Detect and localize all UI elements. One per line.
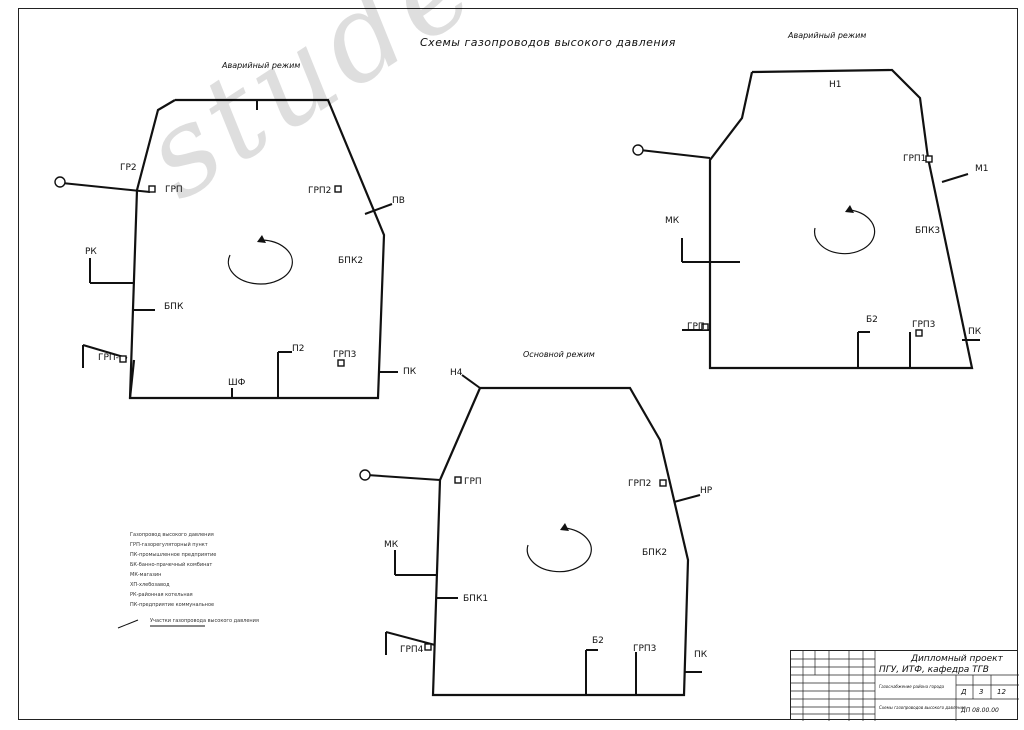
right-supply-pipe [639,149,711,159]
stamp-scheme-desc: Схемы газопроводов высокого давления [879,705,966,710]
title-block: Дипломный проект ПГУ, ИТФ, кафедра ТГВ Г… [790,650,1019,721]
left-grp-icon [148,185,156,193]
center-label-n4: Н4 [450,368,463,378]
legend-item: ПК-предприятие коммунальное [130,602,215,608]
right-source-icon [632,144,644,156]
left-source-icon [54,176,66,188]
left-label-bpk2: БПК2 [338,256,364,266]
center-label-bpk1: БПК1 [463,594,489,604]
right-label-mk: МК [665,216,680,226]
legend-item: ГРП-газорегуляторный пункт [130,542,208,548]
center-source-icon [359,469,371,481]
stamp-doc-code: ДП 08.00.00 [961,707,999,714]
left-label-pk: ПК [403,367,417,377]
legend-item: ХП-хлебозавод [130,582,170,588]
stamp-stage: Д [961,688,967,696]
stamp-project: Дипломный проект [911,654,1003,664]
legend-item: Участки газопровода высокого давления [150,618,259,624]
right-label-grp3: ГРП3 [912,320,936,330]
left-grp2-icon [334,185,342,193]
left-label-pv: ПВ [392,196,405,206]
left-grp-minus-icon [119,355,127,363]
left-label-grp: ГРП [165,185,183,195]
left-grp3-icon [337,359,345,367]
stamp-sheet-desc: Газоснабжение района города [879,684,945,689]
center-label-hp: НР [700,486,713,496]
center-label-b2: Б2 [592,636,604,646]
stamp-sheets: 12 [997,688,1006,696]
center-flow-arrow [526,527,592,573]
center-label-grp3: ГРП3 [633,644,657,654]
center-scheme [359,374,702,697]
left-label-shf: ШФ [228,378,246,388]
left-scheme [54,98,398,400]
center-supply-pipe [366,474,441,481]
left-label-rk: РК [85,247,97,257]
right-grp3-icon [915,329,923,337]
left-flow-arrow [227,239,293,285]
right-flow-arrow [813,209,876,255]
center-label-grp4: ГРП4 [400,645,424,655]
left-label-grp-minus: ГРП- [98,353,119,363]
right-label-b2: Б2 [866,315,878,325]
right-label-n1: Н1 [829,80,842,90]
center-grp4-icon [424,643,432,651]
stamp-university: ПГУ, ИТФ, кафедра ТГВ [879,665,989,675]
legend-sample [117,619,205,629]
scheme-title-left: Аварийный режим [222,61,301,70]
center-ring-main [431,386,690,697]
right-grp1-icon [925,155,933,163]
right-ring-main [708,68,974,370]
left-branch-pv [364,203,393,215]
right-label-grp: ГРП [687,322,705,332]
left-supply-pipe [61,182,151,193]
left-label-bpk: БПК [164,302,184,312]
right-label-grp1: ГРП1 [903,154,927,164]
center-grp2-icon [659,479,667,487]
center-label-pk: ПК [694,650,708,660]
left-label-grp2: ГРП2 [308,186,332,196]
right-label-m1: М1 [975,164,989,174]
center-label-grp: ГРП [464,477,482,487]
right-label-bpk3: БПК3 [915,226,941,236]
right-scheme [632,68,980,370]
legend-item: БК-банно-прачечный комбинат [130,562,213,568]
legend-item: МК-магазин [130,572,162,578]
scheme-title-right: Аварийный режим [788,31,867,40]
left-label-grp3: ГРП3 [333,350,357,360]
scheme-title-center: Основной режим [523,350,595,359]
stamp-sheet: 3 [979,688,984,696]
center-label-bpk2: БПК2 [642,548,668,558]
legend-item: Газопровод высокого давления [130,532,214,538]
left-label-p2: П2 [292,344,305,354]
left-ring-side [128,359,136,399]
center-grp-icon [454,476,462,484]
center-label-grp2: ГРП2 [628,479,652,489]
left-label-gr2: ГР2 [120,163,137,173]
legend-item: РК-районная котельная [130,592,193,598]
left-ring-main [128,98,386,400]
drawing-frame [18,8,1018,720]
center-label-mk: МК [384,540,399,550]
legend-item: ПК-промышленное предприятие [130,552,217,558]
right-grp-icon [701,323,709,331]
right-label-pk: ПК [968,327,982,337]
drawing-title: Схемы газопроводов высокого давления [420,36,676,49]
